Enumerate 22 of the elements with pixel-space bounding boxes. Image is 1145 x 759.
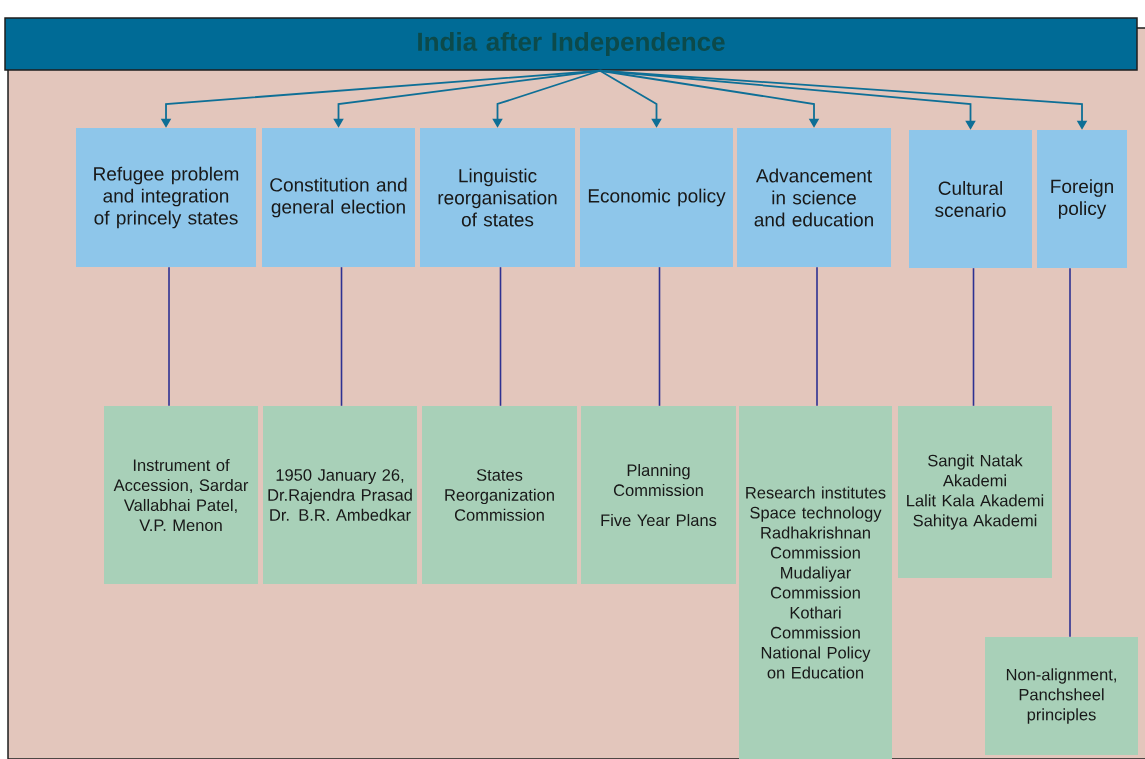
connector-line bbox=[499, 266, 502, 407]
detail-box: Sangit Natak Akademi Lalit Kala Akademi Sahitya Akademi bbox=[898, 406, 1052, 578]
detail-box: Planning Commission Five Year Plans bbox=[581, 406, 736, 584]
topic-box: Refugee problem and integration of princely states bbox=[76, 128, 256, 267]
connector-line bbox=[1069, 267, 1071, 638]
detail-box: States Reorganization Commission bbox=[422, 406, 577, 584]
topic-box: Foreign policy bbox=[1037, 130, 1127, 268]
topic-box: Linguistic reorganisation of states bbox=[420, 128, 575, 267]
detail-box: Instrument of Accession, Sardar Vallabhai Patel, V.P. Menon bbox=[104, 406, 258, 584]
topic-box: Cultural scenario bbox=[909, 130, 1032, 268]
detail-box: 1950 January 26, Dr.Rajendra Prasad Dr. B.R. Ambedkar bbox=[263, 406, 417, 584]
topic-box: Economic policy bbox=[580, 128, 733, 267]
detail-box: Research institutes Space technology Radhakrishnan Commission Mudaliyar Commission Kothari Commission National Policy on Education bbox=[739, 406, 892, 759]
connector-line bbox=[168, 266, 170, 407]
topic-box: Constitution and general election bbox=[262, 128, 415, 267]
connector-line bbox=[972, 267, 975, 407]
connector-line bbox=[816, 266, 818, 407]
connector-line bbox=[340, 266, 343, 407]
title-band: India after Independence bbox=[4, 17, 1138, 71]
topic-box: Advancement in science and education bbox=[737, 128, 891, 267]
detail-box: Non-alignment, Panchsheel principles bbox=[985, 637, 1138, 755]
connector-line bbox=[658, 266, 661, 407]
